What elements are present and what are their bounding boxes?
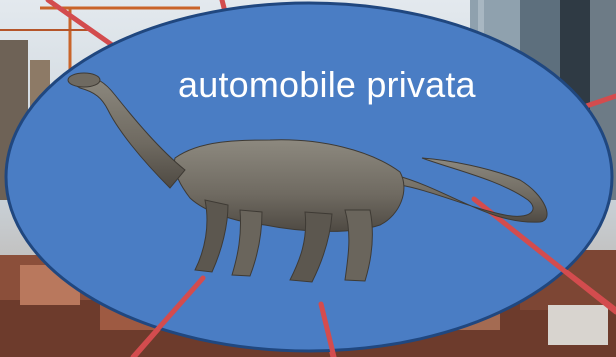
ellipse-caption: automobile privata bbox=[178, 64, 476, 106]
